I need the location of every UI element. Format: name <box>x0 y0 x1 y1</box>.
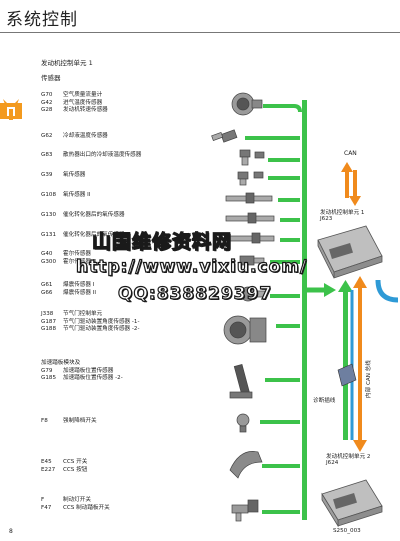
ecu2-illustration <box>321 479 383 528</box>
watermark-url: http://www.vixiu.com/ <box>75 256 308 277</box>
ecu2-label: 发动机控制单元 2 <box>326 454 371 460</box>
can-label: CAN <box>344 150 357 157</box>
ecu1-code: J623 <box>320 216 333 222</box>
watermark-qq: QQ:838829397 <box>117 283 273 304</box>
cruise-control-switch-icon <box>229 451 263 479</box>
oxygen-sensor-icon <box>225 192 273 204</box>
diag-connector-icon <box>337 363 357 387</box>
brake-light-switch-icon <box>231 499 259 522</box>
oxygen-sensor-3-icon <box>229 232 275 244</box>
page-header <box>0 0 400 33</box>
green-bus-line <box>302 100 307 520</box>
diag-label: 诊断插线 <box>313 398 336 404</box>
ecu2-code: J624 <box>326 460 339 466</box>
arrow-to-ecu1 <box>324 283 336 297</box>
oxygen-sensor-2-icon <box>225 212 275 224</box>
page-title: 系统控制 <box>6 10 78 30</box>
temp-sensor-2-icon <box>237 171 264 186</box>
watermark-site-name: 山国维修资料网 <box>91 230 233 253</box>
sensors-heading: 传感器 <box>41 74 61 82</box>
ecu1-label: 发动机控制单元 1 <box>320 210 365 216</box>
throttle-body-icon <box>223 315 267 345</box>
coolant-temp-sensor-icon <box>211 129 238 143</box>
sensor-label: 加速踏板模块及 <box>41 360 81 366</box>
kickdown-switch-icon <box>236 413 250 433</box>
sensor-feed-lines <box>245 104 302 514</box>
blue-bus-line <box>375 279 399 303</box>
internal-can-label: 内部 CAN 总线 <box>366 360 372 398</box>
air-mass-meter-icon <box>231 92 263 116</box>
hall-sensor-icon <box>239 255 265 266</box>
knock-sensor-icon <box>240 286 266 302</box>
accelerator-pedal-icon <box>229 364 253 399</box>
figure-code: S250_003 <box>333 528 361 534</box>
page-number: 8 <box>9 528 13 535</box>
ecu1-heading: 发动机控制单元 1 <box>41 59 93 67</box>
self-study-logo-icon <box>0 99 22 120</box>
ecu1-illustration <box>317 225 383 279</box>
temp-sensor-icon <box>239 149 265 166</box>
internal-can-line <box>358 285 362 442</box>
